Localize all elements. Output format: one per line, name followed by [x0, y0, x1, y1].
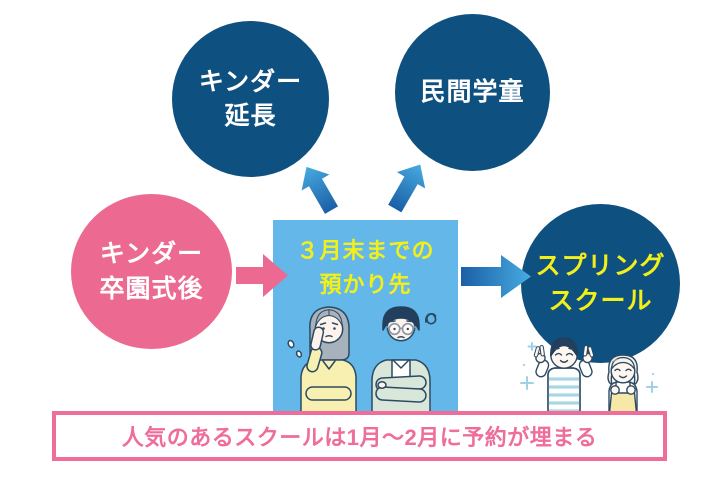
node-label-line: キンダー: [198, 67, 303, 96]
arrow-right-pink-icon: [236, 254, 288, 297]
node-private-afterschool: 民間学童: [395, 14, 550, 171]
node-label-line: スクール: [548, 286, 653, 315]
node-label-line: 卒園式後: [99, 274, 204, 303]
worried-parents-illustration: [287, 306, 437, 411]
node-label-line: スプリング: [535, 252, 666, 280]
node-label-line: ３月末までの: [296, 238, 435, 263]
node-spring-school: スプリング スクール: [521, 204, 680, 363]
node-kinder-extension: キンダー 延長: [172, 21, 329, 177]
node-label-line: 延長: [224, 102, 277, 130]
happy-children-illustration: [520, 337, 658, 413]
node-label-line: 民間学童: [420, 78, 525, 107]
banner-text: 人気のあるスクールは1月〜2月に予約が埋まる: [121, 425, 598, 450]
arrow-up-left-icon: [301, 166, 338, 214]
bottom-note-banner: 人気のあるスクールは1月〜2月に予約が埋まる: [52, 411, 667, 461]
arrow-right-blue-icon: [461, 255, 531, 298]
node-label-line: 預かり先: [319, 272, 412, 298]
arrow-up-right-icon: [388, 164, 426, 213]
box-label: ３月末までの 預かり先: [273, 234, 458, 302]
node-label-line: キンダー: [99, 240, 204, 268]
node-care-until-march: ３月末までの 預かり先: [273, 220, 458, 411]
node-after-kinder-graduation: キンダー 卒園式後: [71, 194, 232, 349]
